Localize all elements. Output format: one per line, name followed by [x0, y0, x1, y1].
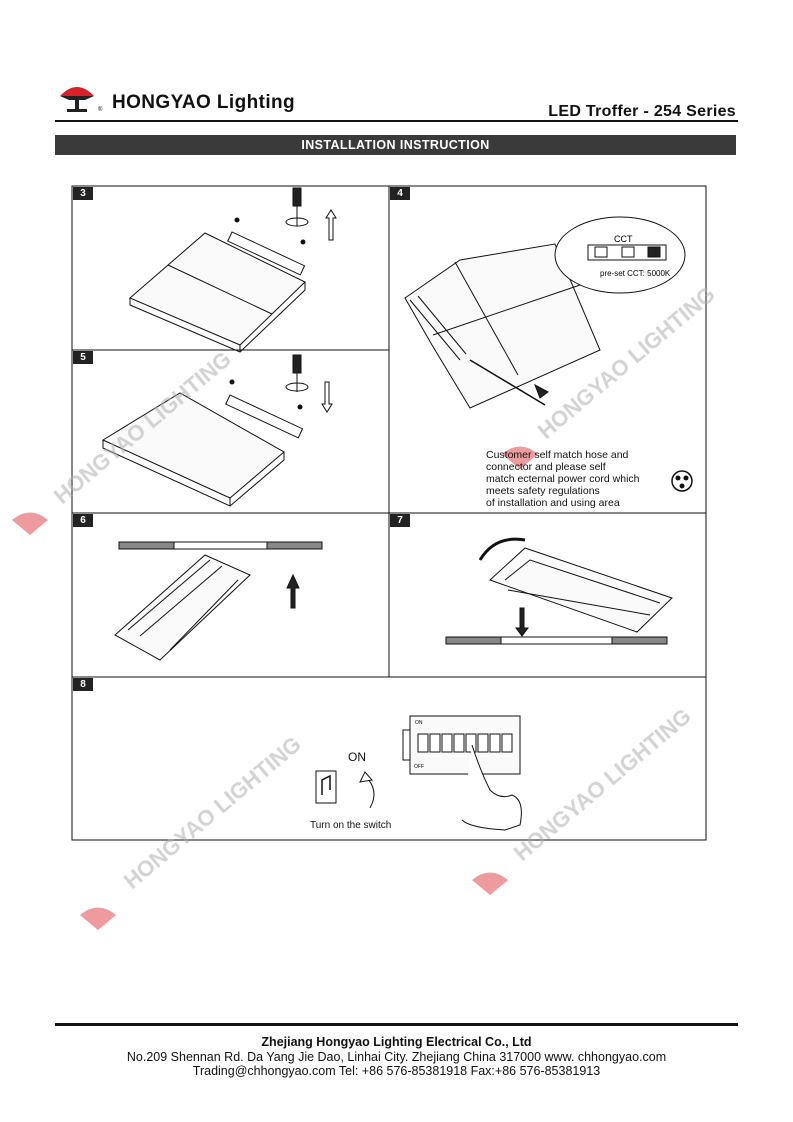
cct-label: CCT [614, 234, 633, 244]
step-badge-7: 7 [390, 514, 410, 527]
note-line: meets safety regulations [486, 485, 600, 497]
step-badge-3: 3 [73, 187, 93, 200]
preset-label: pre-set CCT: 5000K [600, 269, 671, 278]
step-badge-8: 8 [73, 678, 93, 691]
svg-text:®: ® [98, 106, 103, 113]
note-line: of installation and using area [486, 497, 620, 509]
note-line: Customer self match hose and [486, 449, 629, 461]
watermark-logos [12, 446, 538, 930]
step6-illustration [114, 541, 323, 661]
step4-note: Customer self match hose and connector a… [486, 449, 696, 509]
product-title: LED Troffer - 254 Series [548, 103, 736, 120]
section-banner: INSTALLATION INSTRUCTION [55, 135, 736, 155]
step8-illustration [315, 715, 522, 831]
power-cord-icon [671, 470, 693, 492]
breaker-off-label: OFF [414, 764, 424, 770]
breaker-on-label: ON [415, 720, 423, 726]
step-badge-6: 6 [73, 514, 93, 527]
company-contact: Trading@chhongyao.com Tel: +86 576-85381… [192, 1064, 601, 1078]
switch-caption: Turn on the switch [310, 820, 392, 831]
brand-name: HONGYAO Lighting [112, 92, 296, 113]
company-logo: ® [60, 87, 103, 113]
header-rule [55, 120, 738, 122]
watermark-text: HONGYAO LIGHTING [119, 731, 306, 893]
step-badge-4: 4 [390, 187, 410, 200]
note-line: connector and please self [486, 461, 606, 473]
on-label: ON [348, 750, 366, 764]
note-line: match ecternal power cord which [486, 473, 640, 485]
company-name: Zhejiang Hongyao Lighting Electrical Co.… [261, 1035, 532, 1049]
step5-illustration [101, 354, 333, 507]
company-address: No.209 Shennan Rd. Da Yang Jie Dao, Linh… [126, 1050, 667, 1064]
footer-rule [55, 1023, 738, 1026]
step-badge-5: 5 [73, 351, 93, 364]
step3-illustration [129, 187, 337, 353]
watermark-text: HONGYAO LIGHTING [509, 703, 696, 865]
step4-illustration [404, 216, 686, 409]
step7-illustration [445, 537, 673, 645]
